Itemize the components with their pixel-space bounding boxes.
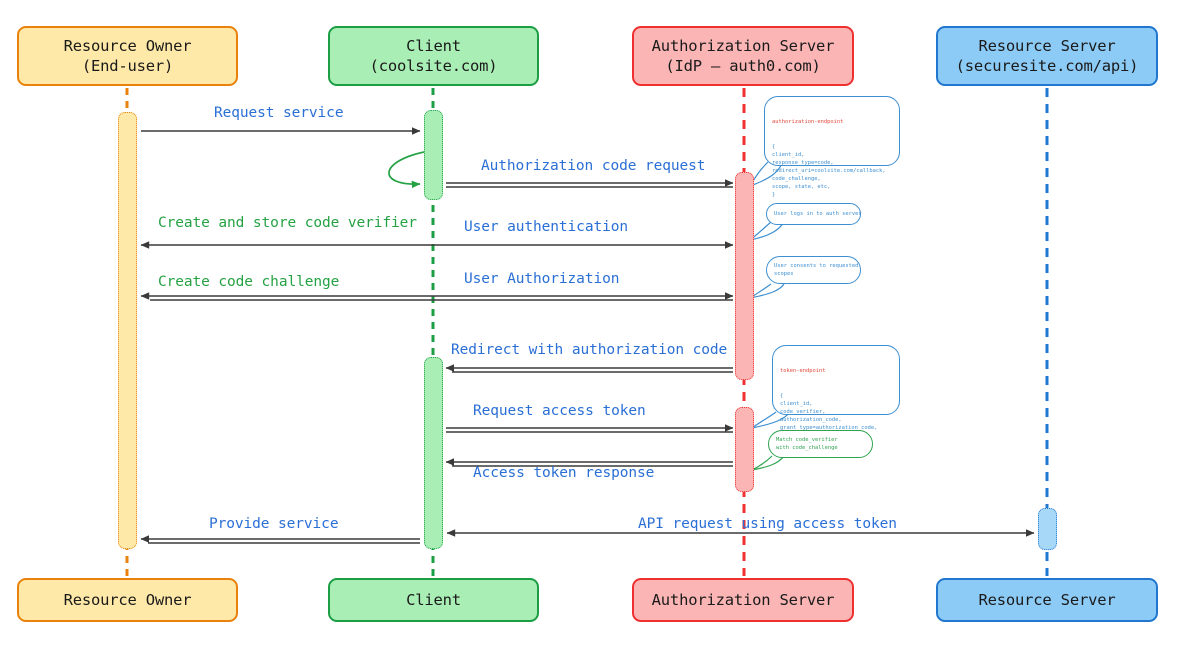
- participant-header-resource-server[interactable]: Resource Server (securesite.com/api): [936, 26, 1158, 86]
- activation-resource-server: [1038, 508, 1057, 550]
- callout-tail-user-consent: [749, 283, 785, 299]
- message-label-redirect-with-authorization-code: Redirect with authorization code: [451, 342, 728, 358]
- callout-body: User consents to requested scopes: [774, 262, 859, 277]
- arrow-access-token-response: [445, 458, 733, 467]
- participant-footer-client[interactable]: Client: [328, 578, 539, 622]
- callout-body: User logs in to auth server: [774, 210, 862, 217]
- callout-user-consent: User consents to requested scopes: [766, 256, 861, 284]
- participant-name: Resource Server: [978, 36, 1116, 55]
- callout-body: Match code_verifier with code_challenge: [776, 436, 838, 451]
- participant-subtitle: (securesite.com/api): [955, 57, 1139, 75]
- arrow-authorization-code-request: [446, 179, 734, 188]
- participant-header-authorization-server[interactable]: Authorization Server (IdP – auth0.com): [632, 26, 854, 86]
- message-label-api-request-using-access-token: API request using access token: [638, 516, 897, 532]
- participant-footer-resource-server[interactable]: Resource Server: [936, 578, 1158, 622]
- message-label-user-authorization: User Authorization: [464, 271, 620, 287]
- callout-authorization-endpoint: authorization-endpoint { client_id, resp…: [764, 96, 900, 198]
- participant-footer-authorization-server[interactable]: Authorization Server: [632, 578, 854, 622]
- callout-header: token-endpoint: [780, 368, 826, 375]
- callout-body: { client_id, response_type=code, redirec…: [772, 143, 886, 199]
- arrow-request-access-token: [446, 424, 734, 433]
- note-create-code-verifier: Create and store code verifier Create co…: [158, 175, 417, 332]
- activation-client-1: [424, 110, 443, 200]
- callout-pkce-match: Match code_verifier with code_challenge: [768, 430, 873, 458]
- callout-user-login: User logs in to auth server: [766, 203, 862, 225]
- participant-subtitle: (End-user): [81, 57, 174, 75]
- activation-resource-owner: [118, 112, 137, 549]
- participant-header-resource-owner[interactable]: Resource Owner (End-user): [17, 26, 238, 86]
- participant-name: Resource Owner: [63, 590, 192, 609]
- message-label-access-token-response: Access token response: [473, 465, 655, 481]
- note-line-1: Create and store code verifier: [158, 215, 417, 232]
- activation-authorization-server-2: [735, 407, 754, 492]
- participant-subtitle: (coolsite.com): [369, 57, 498, 75]
- activation-client-2: [424, 357, 443, 549]
- arrow-self-client-pkce: [388, 151, 425, 189]
- participant-name: Resource Server: [978, 590, 1116, 609]
- participant-name: Authorization Server: [651, 590, 835, 609]
- message-label-request-access-token: Request access token: [473, 403, 646, 419]
- message-label-request-service: Request service: [214, 105, 344, 121]
- activation-authorization-server-1: [735, 172, 754, 380]
- arrow-provide-service: [140, 535, 420, 544]
- participant-subtitle: (IdP – auth0.com): [665, 57, 821, 75]
- message-label-provide-service: Provide service: [209, 516, 339, 532]
- participant-header-client[interactable]: Client (coolsite.com): [328, 26, 539, 86]
- callout-token-endpoint: token-endpoint { client_id, code_verifie…: [772, 345, 900, 455]
- note-line-2: Create code challenge: [158, 273, 340, 290]
- callout-header: authorization-endpoint: [772, 119, 844, 126]
- participant-name: Client: [406, 590, 461, 609]
- arrow-user-authorization: [140, 292, 734, 301]
- participant-name: Resource Owner: [63, 36, 192, 55]
- message-label-authorization-code-request: Authorization code request: [481, 158, 706, 174]
- arrow-redirect-with-authorization-code: [445, 364, 733, 373]
- participant-name: Authorization Server: [651, 36, 835, 55]
- message-label-user-authentication: User authentication: [464, 219, 628, 235]
- participant-name: Client: [406, 36, 461, 55]
- participant-footer-resource-owner[interactable]: Resource Owner: [17, 578, 238, 622]
